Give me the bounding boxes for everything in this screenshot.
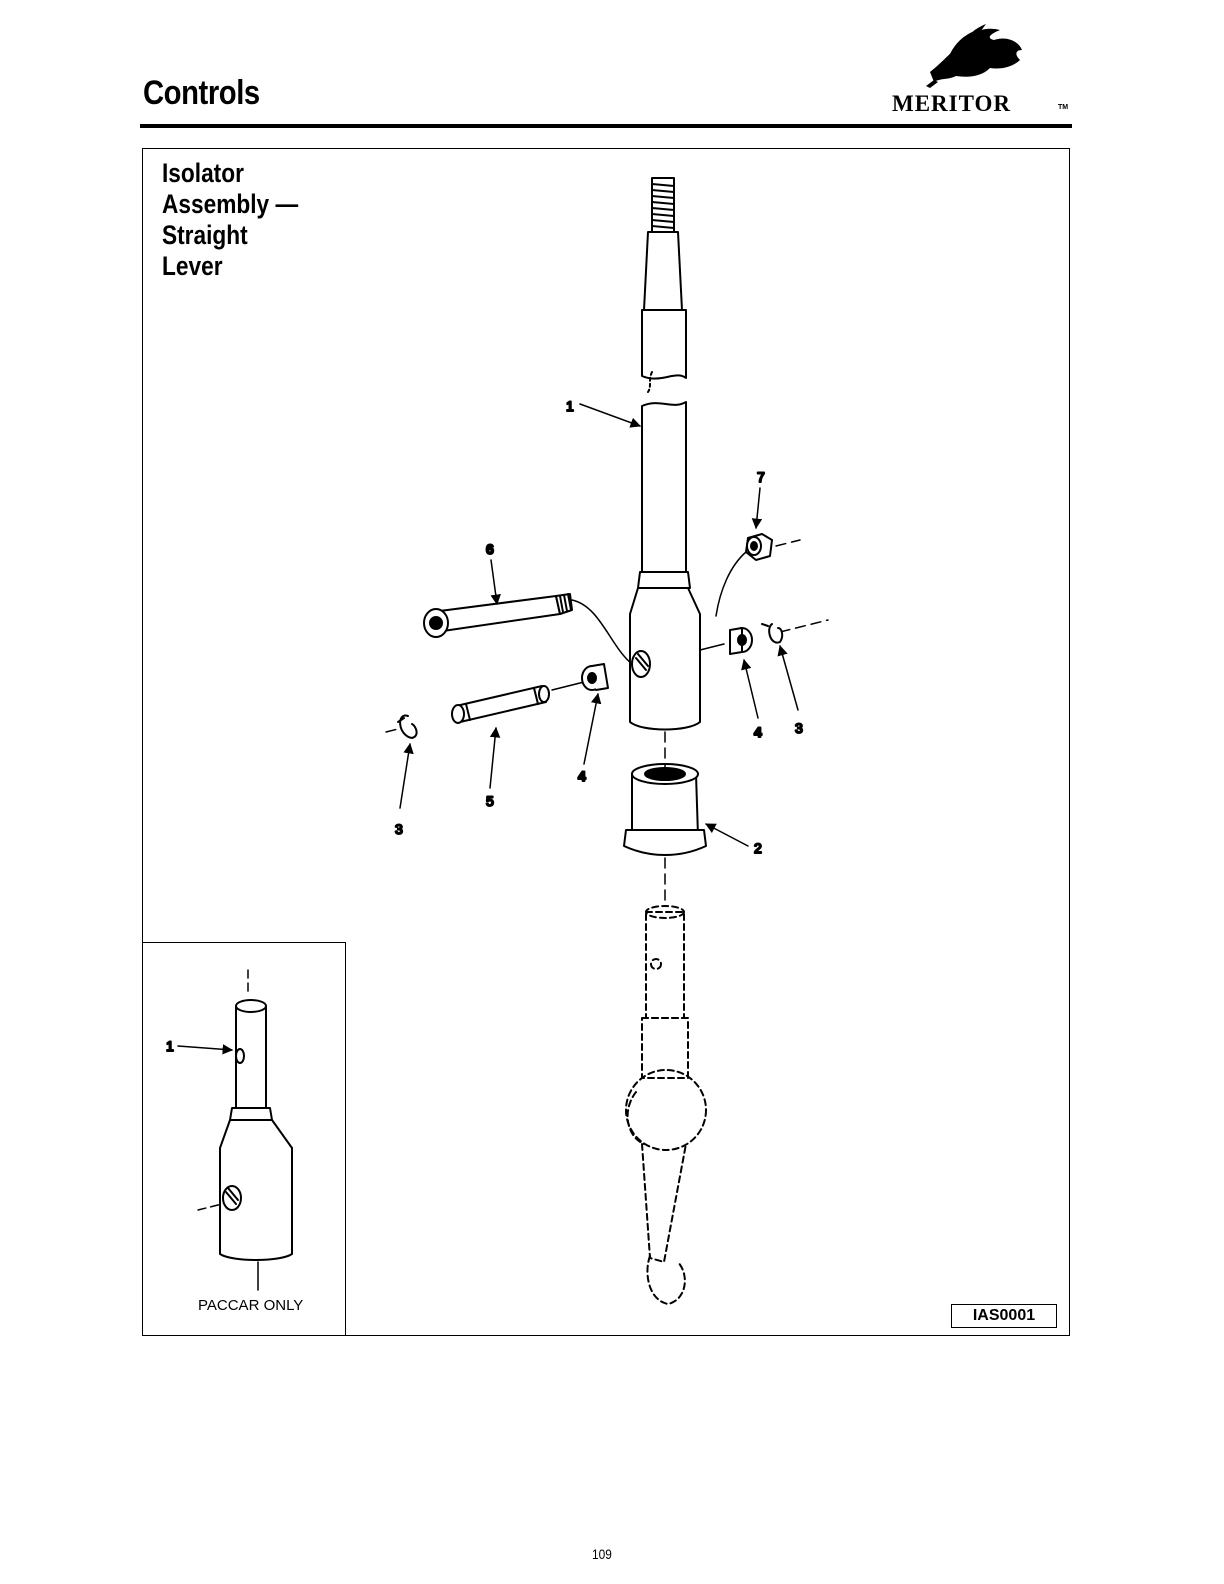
callout-3-left: 3 [395, 821, 403, 837]
pivot-pin [451, 681, 585, 724]
inset-caption: PACCAR ONLY [198, 1297, 304, 1314]
callout-6: 6 [486, 541, 494, 557]
page-number: 109 [592, 1546, 612, 1562]
inset-frame [142, 942, 346, 1336]
brand-logo: MERITOR [892, 91, 1012, 116]
lever-housing [629, 401, 701, 731]
callout-2: 2 [754, 840, 762, 856]
right-bushing [699, 627, 753, 655]
brand-trademark: TM [1058, 104, 1069, 111]
figure-title-line: Lever [162, 251, 223, 281]
right-retaining-clip [761, 623, 784, 644]
lock-nut [715, 533, 773, 617]
meritor-bull-logo-icon [926, 24, 1022, 88]
callout-4-right: 4 [754, 724, 762, 740]
callout-4-left: 4 [578, 768, 586, 784]
callout-3-right: 3 [795, 720, 803, 736]
figure-title-line: Assembly — [162, 189, 299, 219]
header-rule [140, 124, 1072, 128]
lower-lever-phantom [625, 905, 707, 1305]
figure-frame [142, 148, 1070, 1336]
left-retaining-clip [397, 714, 418, 739]
figure-id-label: IAS0001 [951, 1304, 1057, 1328]
figure-title-line: Straight [162, 220, 248, 250]
left-bushing [581, 663, 609, 691]
callout-1-inset: 1 [166, 1038, 174, 1054]
inset-paccar-lever [177, 969, 293, 1291]
figure-title-line: Isolator [162, 158, 244, 188]
cap-screw [423, 593, 633, 665]
callout-5: 5 [486, 793, 494, 809]
isolator-bushing [623, 763, 707, 856]
callout-1: 1 [566, 398, 574, 414]
callout-7: 7 [757, 469, 765, 485]
callout-leaders [399, 403, 799, 847]
page-title: Controls [143, 74, 260, 112]
figure-title: Isolator Assembly — Straight Lever [162, 158, 298, 282]
upper-lever-section [641, 177, 687, 393]
